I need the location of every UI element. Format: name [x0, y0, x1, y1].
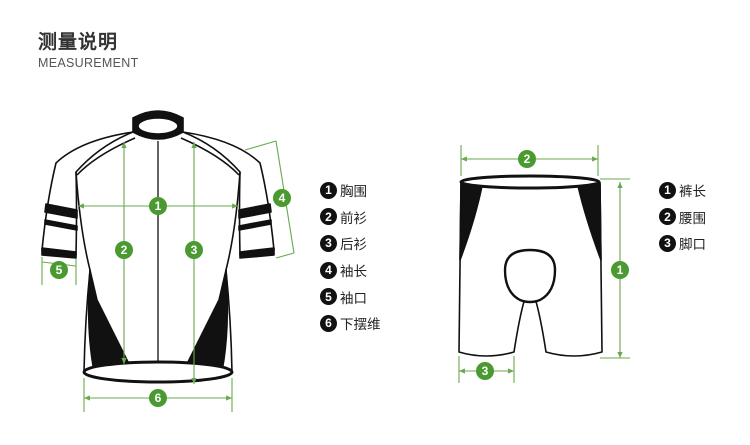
jersey-left-side-panel — [87, 269, 129, 372]
jersey-left-raglan-seam — [76, 137, 136, 176]
jersey-right-cuff — [239, 247, 275, 259]
shorts-illustration — [458, 174, 603, 357]
legend-badge: 6 — [320, 314, 337, 332]
legend-badge: 3 — [320, 234, 337, 252]
jersey-hem — [82, 360, 234, 384]
jersey-left-sleeve — [41, 131, 134, 256]
shorts-markers: 1 2 3 — [476, 150, 629, 380]
legend-item-back-length: 3 后衫 — [320, 230, 381, 257]
legend-item-leg-opening: 3 脚口 — [659, 230, 706, 257]
legend-label: 脚口 — [679, 237, 706, 254]
sleeve-length-line — [244, 140, 277, 151]
jersey-right-raglan-seam — [180, 137, 240, 176]
legend-badge: 2 — [659, 208, 676, 226]
legend-label: 胸围 — [340, 184, 367, 201]
jersey-left-sleeve-stripe-2 — [44, 219, 78, 231]
shorts-marker-3: 3 — [476, 362, 494, 380]
legend-label: 腰围 — [679, 210, 706, 227]
jersey-right-sleeve-stripe-1 — [238, 203, 272, 219]
shorts-marker-2: 2 — [518, 150, 536, 168]
shorts-left-panel — [459, 183, 483, 261]
legend-label: 裤长 — [679, 184, 706, 201]
jersey-illustration — [41, 110, 275, 384]
jersey-marker-2-label: 2 — [121, 243, 128, 257]
jersey-markers: 1 2 3 4 5 6 — [50, 189, 291, 407]
legend-badge: 5 — [320, 288, 337, 306]
legend-item-sleeve-length: 4 袖长 — [320, 257, 381, 284]
shorts-marker-2-label: 2 — [524, 152, 531, 166]
jersey-marker-4: 4 — [273, 189, 291, 207]
legend-badge: 4 — [320, 261, 337, 279]
sleeve-length-line-3 — [275, 252, 295, 259]
shorts-waistband — [459, 174, 601, 190]
legend-badge: 1 — [659, 181, 676, 199]
shorts-marker-3-label: 3 — [482, 364, 489, 378]
shorts-marker-1: 1 — [611, 261, 629, 279]
jersey-left-cuff — [41, 247, 77, 259]
jersey-marker-5-label: 5 — [56, 263, 63, 277]
legend-item-pants-length: 1 裤长 — [659, 177, 706, 204]
jersey-marker-6-label: 6 — [155, 391, 162, 405]
jersey-marker-5: 5 — [50, 261, 68, 279]
jersey-marker-3-label: 3 — [191, 243, 198, 257]
legend-label: 袖长 — [340, 264, 367, 281]
page-subtitle: MEASUREMENT — [38, 56, 139, 70]
legend-item-cuff: 5 袖口 — [320, 283, 381, 310]
legend-item-chest: 1 胸围 — [320, 177, 381, 204]
jersey-right-sleeve-stripe-2 — [238, 219, 272, 231]
jersey-right-sleeve — [182, 131, 275, 256]
jersey-marker-4-label: 4 — [279, 191, 286, 205]
jersey-marker-1-label: 1 — [155, 199, 162, 213]
jersey-marker-2: 2 — [115, 241, 133, 259]
legend-badge: 1 — [320, 181, 337, 199]
shorts-marker-1-label: 1 — [617, 263, 624, 277]
shorts-chamois-pad — [503, 248, 557, 304]
legend-item-waist: 2 腰围 — [659, 204, 706, 231]
jersey-marker-6: 6 — [149, 389, 167, 407]
shorts-legend: 1 裤长 2 腰围 3 脚口 — [659, 177, 706, 257]
legend-item-front-length: 2 前衫 — [320, 204, 381, 231]
jersey-marker-3: 3 — [185, 241, 203, 259]
legend-badge: 3 — [659, 234, 676, 252]
page-title: 测量说明 — [38, 31, 119, 53]
jersey-neck-opening — [137, 117, 179, 135]
legend-item-hem: 6 下摆维 — [320, 310, 381, 337]
legend-label: 下摆维 — [340, 317, 381, 334]
legend-label: 后衫 — [340, 237, 367, 254]
shorts-right-panel — [577, 183, 602, 261]
jersey-marker-1: 1 — [149, 197, 167, 215]
jersey-left-sleeve-stripe-1 — [44, 203, 78, 219]
legend-label: 袖口 — [340, 290, 367, 307]
legend-badge: 2 — [320, 208, 337, 226]
jersey-legend: 1 胸围 2 前衫 3 后衫 4 袖长 5 袖口 6 下摆维 — [320, 177, 381, 337]
legend-label: 前衫 — [340, 210, 367, 227]
